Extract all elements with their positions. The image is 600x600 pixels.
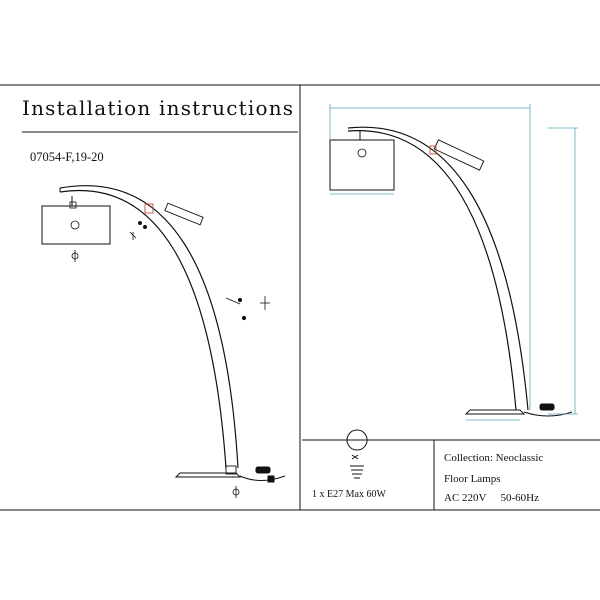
frequency: 50-60Hz: [500, 492, 539, 504]
page-title: Installation instructions: [22, 96, 295, 120]
light-bulb-icon: [346, 429, 368, 479]
voltage: AC 220V: [444, 492, 487, 504]
sheet-frame: [0, 84, 600, 511]
dimension-lamp-drawing: [329, 126, 573, 417]
collection-name: Collection: Neoclassic: [444, 452, 544, 464]
dimension-lines: [329, 104, 578, 421]
power-spec: AC 220V 50-60Hz: [444, 492, 539, 504]
bulb-spec: 1 x E27 Max 60W: [312, 489, 386, 500]
assembly-lamp-drawing: [41, 185, 286, 498]
model-code: 07054-F,19-20: [30, 150, 104, 164]
product-type: Floor Lamps: [444, 473, 501, 485]
